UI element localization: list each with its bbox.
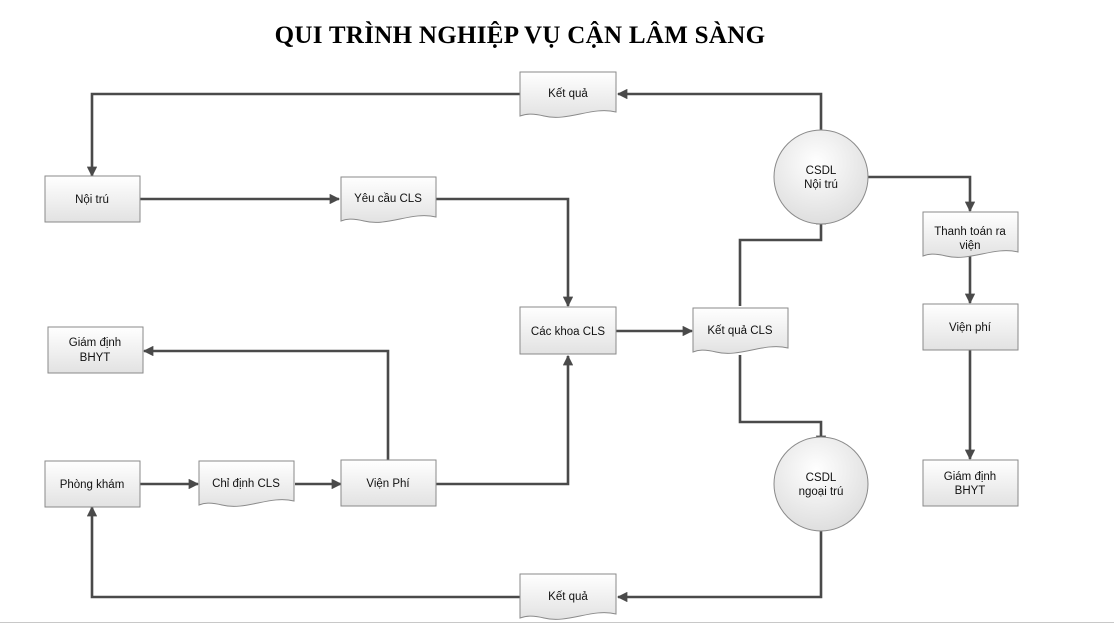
node-vien-phi-mid: Viện Phí (340, 459, 437, 507)
svg-text:viện: viện (959, 240, 980, 252)
connector-vienphi-mid-to-cackhoa (436, 354, 574, 486)
svg-text:Giám định: Giám định (944, 471, 996, 483)
node-phong-kham: Phòng khám (44, 460, 141, 508)
node-ket-qua-top: Kết quả (519, 71, 617, 118)
connector-ketquacls-to-csdl-ngoaitru (738, 355, 827, 447)
svg-text:Yêu cầu CLS: Yêu cầu CLS (354, 193, 422, 205)
node-ket-qua-bottom: Kết quả (519, 573, 617, 620)
connector-ketqua-top-to-noitru (86, 92, 520, 178)
connector-csdl-noitru-to-thanhtoan (868, 175, 976, 213)
svg-text:Chỉ định CLS: Chỉ định CLS (212, 478, 280, 490)
svg-text:Phòng khám: Phòng khám (60, 479, 125, 491)
connector-csdl-ngoaitru-to-ketqua-bottom (616, 522, 823, 603)
svg-text:Nội trú: Nội trú (75, 194, 109, 206)
node-giam-dinh-bhyt-right: Giám định BHYT (922, 459, 1019, 507)
node-cac-khoa-cls: Các khoa CLS (519, 306, 617, 355)
svg-text:Thanh toán ra: Thanh toán ra (934, 226, 1006, 238)
svg-text:BHYT: BHYT (955, 485, 986, 497)
connector-yeucau-to-cackhoa (436, 197, 574, 308)
svg-text:Viện Phí: Viện Phí (366, 478, 410, 490)
diagram-title: QUI TRÌNH NGHIỆP VỤ CẬN LÂM SÀNG (274, 22, 766, 49)
node-csdl-noi-tru: CSDL Nội trú (773, 129, 869, 225)
svg-text:BHYT: BHYT (80, 352, 111, 364)
svg-text:CSDL: CSDL (806, 165, 837, 177)
node-giam-dinh-bhyt-left: Giám định BHYT (47, 326, 144, 374)
node-csdl-ngoai-tru: CSDL ngoại trú (773, 436, 869, 532)
node-vien-phi-right: Viện phí (922, 303, 1019, 351)
connector-vienphi-mid-to-giamdinh-left (142, 345, 390, 460)
svg-text:Giám định: Giám định (69, 337, 121, 349)
svg-text:CSDL: CSDL (806, 472, 837, 484)
connector-ketqua-bottom-to-phongkham (86, 505, 520, 599)
svg-text:Nội trú: Nội trú (804, 179, 838, 191)
svg-text:Kết quả: Kết quả (548, 591, 588, 603)
node-chi-dinh-cls: Chỉ định CLS (198, 460, 295, 507)
svg-text:Viện phí: Viện phí (949, 322, 992, 334)
svg-text:Kết quả CLS: Kết quả CLS (707, 325, 773, 337)
svg-text:Các khoa CLS: Các khoa CLS (531, 326, 605, 338)
node-noi-tru: Nội trú (44, 175, 141, 223)
connector-ketquacls-to-csdl-noitru (738, 213, 827, 306)
page-bottom-divider (0, 622, 1114, 623)
svg-text:Kết quả: Kết quả (548, 88, 588, 100)
node-thanh-toan-ra-vien: Thanh toán ra viện (922, 211, 1019, 258)
connectors (86, 88, 976, 603)
node-ket-qua-cls: Kết quả CLS (692, 307, 789, 354)
connector-csdl-noitru-to-ketqua-top (616, 88, 823, 138)
node-yeu-cau-cls: Yêu cầu CLS (340, 176, 437, 223)
svg-text:ngoại trú: ngoại trú (799, 486, 844, 498)
